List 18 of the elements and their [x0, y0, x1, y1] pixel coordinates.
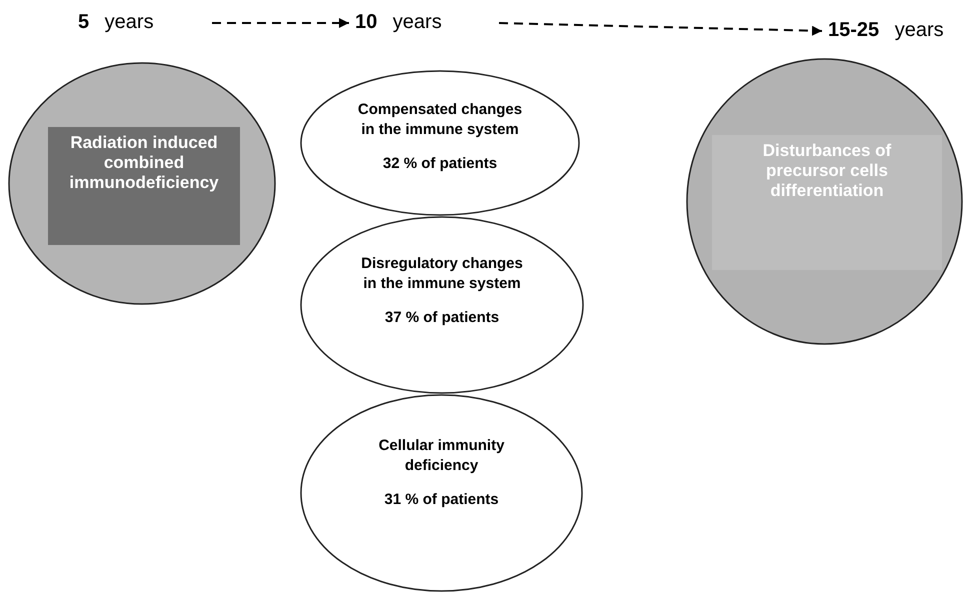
timeline-label: 10 years [355, 10, 475, 36]
patient-percentage: 31 % of patients [384, 490, 499, 510]
stage-label-panel: Disturbances of precursor cells differentiation [712, 135, 942, 270]
stage-title: Compensated changes in the immune system [356, 100, 524, 140]
stage-circle [686, 58, 963, 345]
stage-title: Cellular immunity deficiency [378, 436, 506, 476]
stage-label-panel: Radiation induced combined immunodeficiency [48, 127, 240, 245]
stage-ellipse [300, 70, 580, 216]
stage-title: Disregulatory changes in the immune system [360, 254, 524, 294]
dashed-arrow [498, 22, 822, 36]
dashed-arrow [212, 18, 349, 28]
stage-circle [8, 62, 276, 305]
timeline-label: 15-25 years [828, 18, 963, 44]
timeline-label: 5 years [78, 10, 188, 36]
stage-ellipse [300, 216, 584, 394]
patient-percentage: 32 % of patients [382, 154, 498, 174]
patient-percentage: 37 % of patients [384, 308, 500, 328]
stage-ellipse [300, 394, 583, 592]
